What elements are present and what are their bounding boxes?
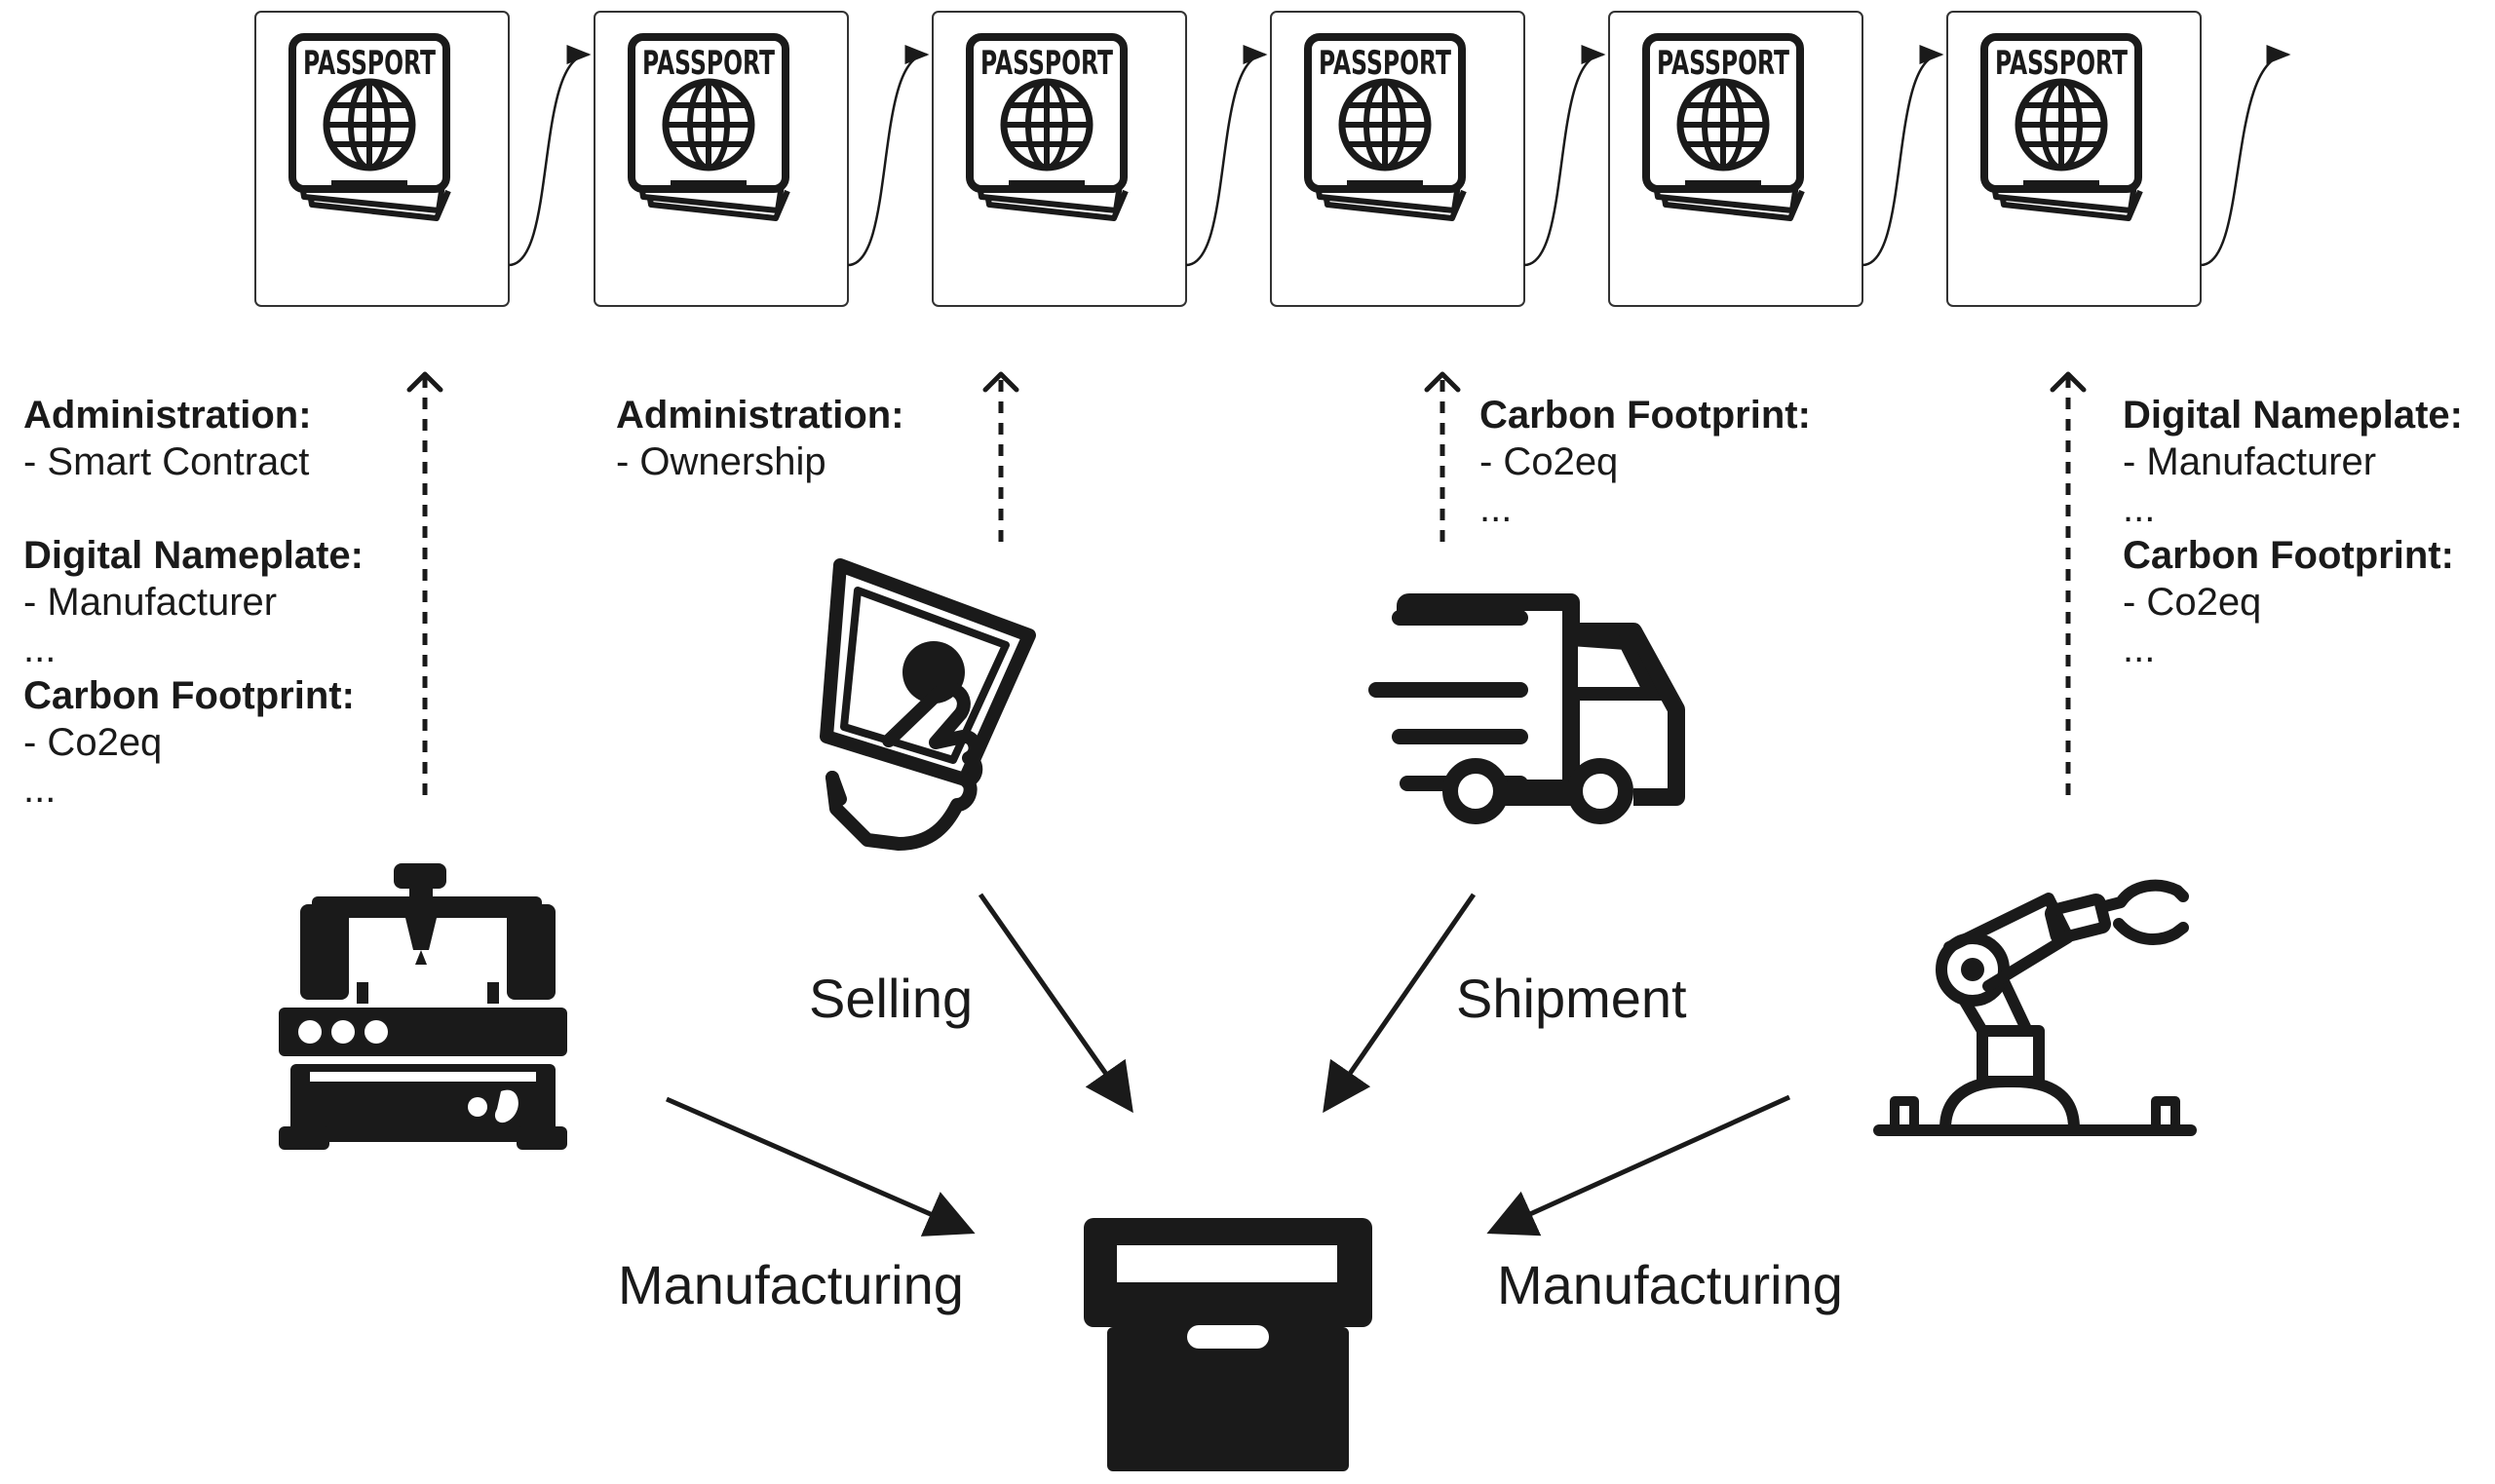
note-carbon-heading: Carbon Footprint: [2123, 534, 2454, 577]
note-nameplate-more: ... [23, 628, 57, 670]
chain-link-1-2 [508, 45, 592, 267]
note-nameplate-item: - Manufacturer [2123, 440, 2377, 483]
passport-icon: PASSPORT [970, 37, 1126, 218]
passport-title: PASSPORT [980, 44, 1114, 83]
hand-money-icon [820, 558, 1036, 851]
note-carbon-item: - Co2eq [23, 721, 163, 764]
note-carbon-item: - Co2eq [2123, 581, 2262, 624]
note-nameplate-more: ... [2123, 487, 2156, 530]
note-carbon-heading: Carbon Footprint: [1479, 394, 1811, 437]
process-label-selling: Selling [809, 968, 974, 1029]
note-machine: Administration: - Smart Contract Digital… [23, 392, 364, 813]
passport-icon: PASSPORT [1984, 37, 2140, 218]
passport-title: PASSPORT [1657, 44, 1790, 83]
passport-icon: PASSPORT [632, 37, 787, 218]
arrow-manufacturing-left-to-product [666, 1096, 976, 1237]
arrow-shipment-to-product [1323, 893, 1477, 1114]
note-nameplate-heading: Digital Nameplate: [2123, 394, 2463, 437]
arrow-manufacturing-right-to-product [1486, 1094, 1791, 1237]
chain-link-5-6 [1862, 45, 1944, 267]
note-admin-item: - Smart Contract [23, 440, 310, 483]
passport-chain: PASSPORT PASSPORT PASSPORT PASSPORT PASS… [254, 11, 2291, 307]
process-label-manufacturing-right: Manufacturing [1497, 1254, 1843, 1315]
note-carbon-heading: Carbon Footprint: [23, 674, 355, 717]
chain-link-2-3 [847, 45, 930, 267]
note-shipment: Carbon Footprint: - Co2eq ... [1479, 392, 1811, 532]
passport-title: PASSPORT [642, 44, 776, 83]
note-carbon-item: - Co2eq [1479, 440, 1619, 483]
passport-card-5[interactable]: PASSPORT [1608, 11, 1863, 307]
note-robot: Digital Nameplate: - Manufacturer ... Ca… [2123, 392, 2463, 672]
update-arrow-head [2050, 371, 2087, 393]
passport-card-2[interactable]: PASSPORT [594, 11, 849, 307]
delivery-truck-icon [1368, 593, 1685, 824]
update-arrow-head [982, 371, 1019, 393]
note-admin-heading: Administration: [23, 394, 312, 437]
update-arrow-head [406, 371, 443, 393]
note-carbon-more: ... [1479, 487, 1513, 530]
note-admin-item: - Ownership [616, 440, 826, 483]
product-box-icon [1084, 1218, 1372, 1471]
chain-link-6-next [2200, 45, 2291, 267]
passport-card-1[interactable]: PASSPORT [254, 11, 510, 307]
passport-icon: PASSPORT [292, 37, 448, 218]
note-nameplate-heading: Digital Nameplate: [23, 534, 364, 577]
passport-card-6[interactable]: PASSPORT [1946, 11, 2202, 307]
update-arrow-head [1424, 371, 1461, 393]
passport-title: PASSPORT [1995, 44, 2129, 83]
note-carbon-more: ... [2123, 628, 2156, 670]
passport-title: PASSPORT [303, 44, 437, 83]
cnc-machine-icon [279, 863, 567, 1150]
note-spacer [23, 485, 364, 532]
passport-icon: PASSPORT [1646, 37, 1802, 218]
passport-icon: PASSPORT [1308, 37, 1464, 218]
robot-arm-icon [1873, 879, 2197, 1136]
note-selling: Administration: - Ownership [616, 392, 904, 485]
process-label-manufacturing-left: Manufacturing [618, 1254, 964, 1315]
passport-card-3[interactable]: PASSPORT [932, 11, 1187, 307]
note-carbon-more: ... [23, 768, 57, 811]
arrow-selling-to-product [978, 893, 1133, 1114]
chain-link-3-4 [1185, 45, 1268, 267]
process-label-shipment: Shipment [1456, 968, 1687, 1029]
passport-title: PASSPORT [1319, 44, 1452, 83]
note-nameplate-item: - Manufacturer [23, 581, 278, 624]
chain-link-4-5 [1523, 45, 1606, 267]
note-admin-heading: Administration: [616, 394, 904, 437]
passport-card-4[interactable]: PASSPORT [1270, 11, 1525, 307]
